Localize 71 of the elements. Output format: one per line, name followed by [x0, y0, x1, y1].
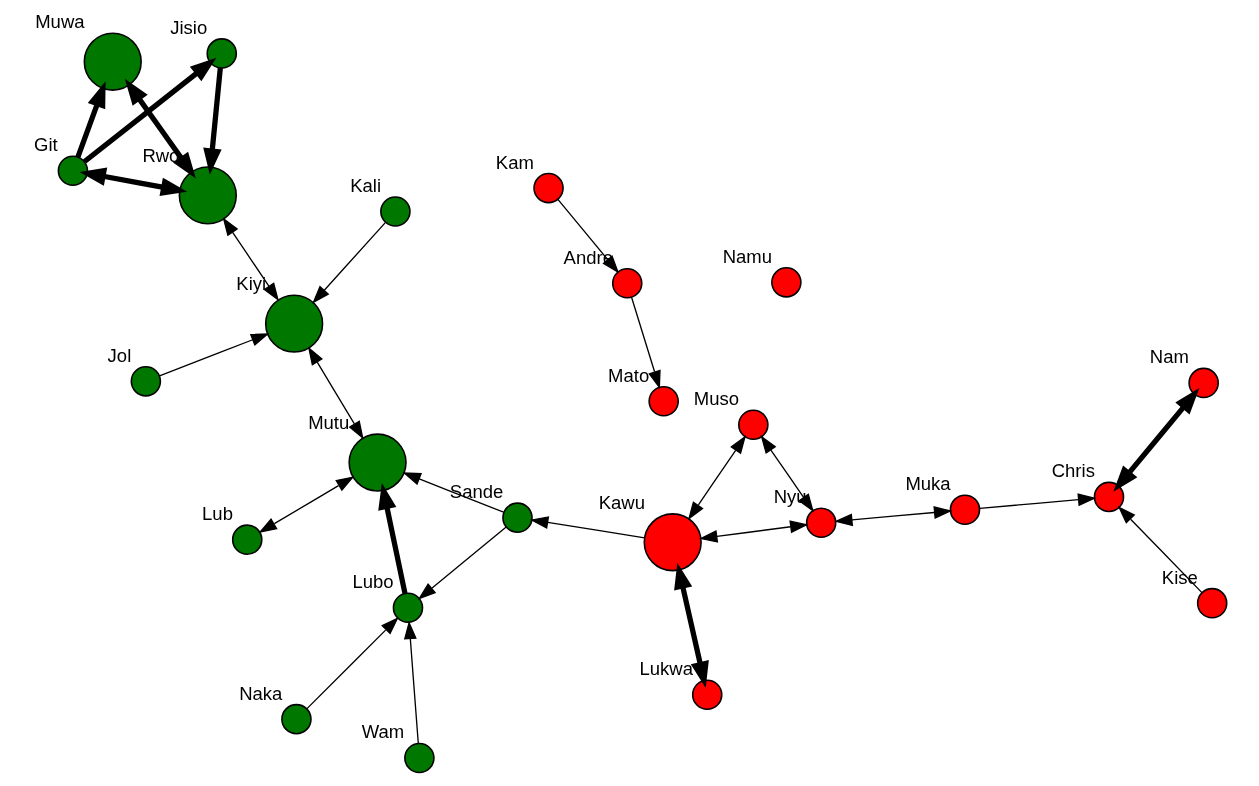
arrow [401, 472, 504, 513]
arrow [687, 435, 746, 521]
node-label: Git [33, 134, 58, 156]
node-label: Mutu [307, 412, 349, 434]
node-circle [392, 592, 423, 624]
arrow [1117, 506, 1203, 594]
arrow [258, 476, 354, 533]
node-label: Muwa [34, 11, 85, 33]
node-label: Kawu [598, 491, 645, 513]
node-label: Wam [361, 721, 404, 743]
node-circle [770, 267, 802, 298]
node-circle [611, 267, 643, 299]
arrow [305, 616, 399, 710]
arrow [417, 526, 507, 600]
arrow [833, 506, 952, 527]
arrow [529, 516, 645, 539]
arrow [760, 435, 814, 513]
node-circle [949, 494, 980, 526]
node-circle [347, 433, 407, 492]
arrow [673, 562, 709, 688]
node-label: Mato [607, 364, 649, 386]
node-label: Namu [722, 245, 772, 267]
node-label: Sande [449, 481, 503, 503]
node-label: Naka [238, 682, 282, 704]
node-label: Kiyi [235, 273, 266, 295]
arrow [124, 78, 196, 179]
node-label: Kali [349, 174, 381, 196]
node-label: Lubo [351, 571, 394, 593]
arrow [307, 346, 364, 440]
node-circle [1196, 587, 1227, 619]
node-circle [501, 502, 533, 533]
arrow [311, 221, 386, 304]
node-circle [805, 507, 836, 539]
arrow [630, 296, 661, 390]
node-circle [178, 166, 237, 225]
node-circle [1187, 367, 1219, 399]
arrow [403, 620, 419, 744]
node-circle [647, 385, 679, 417]
node-label: Muka [904, 473, 951, 495]
node-label: Lukwa [639, 658, 693, 680]
node-circle [1093, 481, 1124, 513]
node-label: Muso [693, 388, 739, 410]
arrow [202, 67, 223, 175]
node-circle [264, 294, 323, 353]
node-circle [532, 172, 564, 204]
arrow [978, 493, 1096, 510]
arrow [698, 520, 809, 543]
arrow [377, 483, 408, 594]
node-circle [83, 32, 142, 91]
arrow [75, 81, 106, 158]
node-label: Lub [201, 503, 233, 525]
node-label: Jisio [169, 16, 207, 38]
node-circle [691, 679, 723, 711]
node-label: Jol [107, 344, 131, 366]
node-label: Nam [1149, 346, 1189, 368]
node-circle [403, 742, 435, 774]
node-circle [280, 703, 312, 735]
arrow [158, 333, 269, 377]
node-circle [379, 196, 411, 227]
arrow [1112, 388, 1199, 492]
node-circle [737, 409, 769, 441]
node-label: Chris [1051, 460, 1095, 482]
node-circle [643, 513, 702, 572]
arrow [222, 217, 279, 302]
node-circle [130, 365, 161, 397]
node-circle [205, 38, 237, 69]
node-label: Kam [495, 151, 534, 173]
arrow [82, 57, 216, 164]
arrow [79, 167, 187, 196]
node-circle [231, 524, 263, 555]
node-circle [57, 155, 88, 187]
